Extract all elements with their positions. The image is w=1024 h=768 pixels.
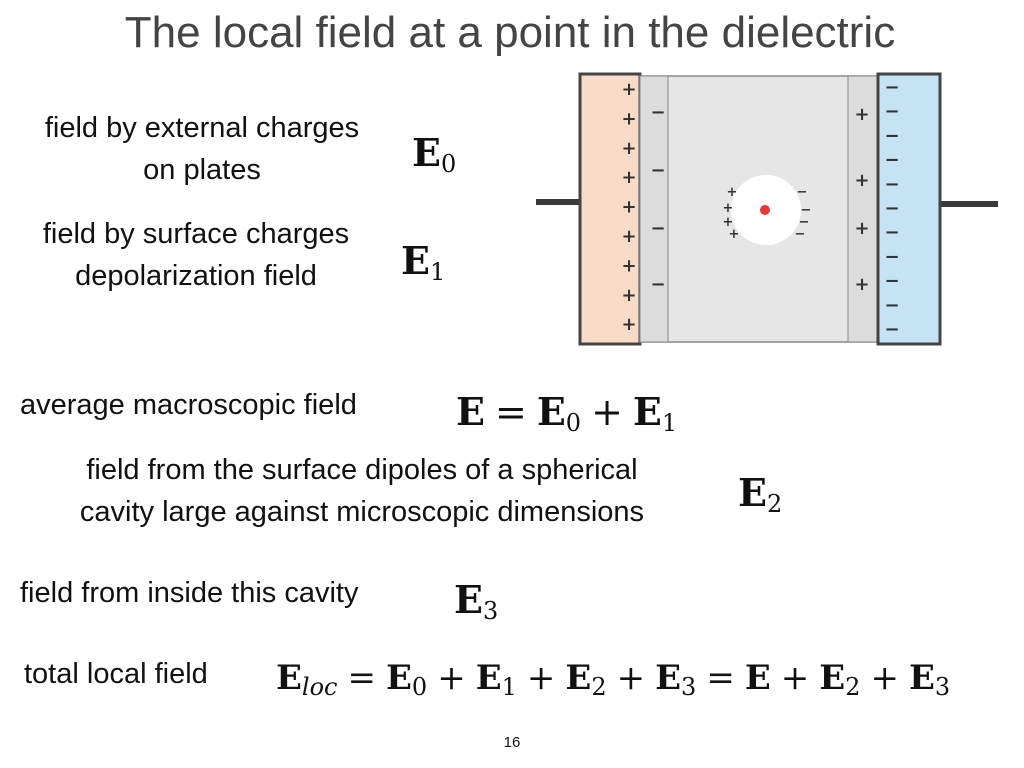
surface-layer-left [639, 75, 669, 343]
label-line-1: field from the surface dipoles of a sphe… [86, 454, 638, 486]
plate-plus-sign: + [621, 285, 636, 306]
plate-plus-sign: + [621, 79, 636, 100]
page-number: 16 [503, 734, 521, 751]
charge-signs: +++++++++−−−−−−−−−−−−−−−++++++++−−−− [621, 77, 899, 340]
plate-minus-sign: − [884, 295, 899, 316]
symbol-letter: E [536, 389, 566, 434]
symbol-letter: E [276, 658, 302, 698]
plate-plus-sign: + [621, 226, 636, 247]
surface-plus-sign: + [854, 274, 869, 295]
negative-plate [876, 72, 942, 346]
cavity-plus-sign: + [729, 227, 740, 242]
symbol-letter: E [819, 658, 846, 698]
symbol-letter: E [908, 658, 935, 698]
label-surface-dipoles: field from the surface dipoles of a sphe… [12, 449, 712, 533]
plate-minus-sign: − [884, 222, 899, 243]
label-total-field: total local field [24, 658, 208, 690]
label-line-1: field by external charges [44, 112, 360, 144]
symbol-e2: E2 [738, 470, 782, 518]
plus-sign: + [780, 658, 810, 698]
symbol-subscript: 3 [934, 673, 951, 701]
symbol-subscript: 0 [411, 673, 428, 701]
symbol-subscript: 3 [482, 597, 499, 625]
plate-plus-sign: + [621, 108, 636, 129]
plate-plus-sign: + [621, 167, 636, 188]
symbol-subscript: loc [301, 673, 338, 701]
plate-minus-sign: − [884, 319, 899, 340]
plus-sign: + [437, 658, 466, 698]
symbol-subscript: 2 [591, 673, 607, 701]
symbol-subscript: 1 [661, 409, 678, 437]
symbol-subscript: 2 [766, 490, 783, 518]
symbol-subscript: 0 [440, 150, 457, 178]
plate-plus-sign: + [621, 314, 636, 335]
plate-minus-sign: − [884, 125, 899, 146]
cavity-plus-sign: + [723, 215, 734, 230]
plate-minus-sign: − [884, 150, 899, 171]
symbol-letter: E [632, 389, 662, 434]
label-surface-charges: field by surface charges depolarization … [4, 213, 388, 297]
plate-plus-sign: + [621, 197, 636, 218]
surface-minus-sign: − [650, 218, 665, 239]
surface-minus-sign: − [650, 274, 665, 295]
label-external-charges: field by external charges on plates [10, 107, 394, 191]
label-cavity-field: field from inside this cavity [20, 577, 359, 609]
cavity-plus-sign: + [727, 185, 738, 200]
plate-plus-sign: + [621, 138, 636, 159]
cavity-plus-sign: + [723, 201, 734, 216]
symbol-e1: E1 [401, 238, 445, 286]
cavity-minus-sign: − [801, 203, 812, 218]
slide-title: The local field at a point in the dielec… [124, 8, 896, 57]
label-line-1: field by surface charges [42, 218, 350, 250]
cavity-minus-sign: − [799, 215, 810, 230]
symbol-letter: E [475, 658, 502, 698]
plate-minus-sign: − [884, 271, 899, 292]
symbol-letter: E [401, 238, 430, 283]
cavity-minus-sign: − [795, 227, 806, 242]
symbol-letter: E [744, 658, 771, 698]
symbol-subscript: 1 [429, 258, 446, 286]
equals-sign: = [706, 658, 735, 698]
plate-plus-sign: + [621, 255, 636, 276]
observation-point [760, 205, 770, 215]
surface-plus-sign: + [854, 104, 869, 125]
equals-sign: = [494, 390, 527, 434]
surface-minus-sign: − [650, 160, 665, 181]
plus-sign: + [616, 658, 646, 698]
symbol-letter: E [454, 577, 483, 622]
symbol-letter: E [456, 389, 485, 434]
capacitor-diagram: +++++++++−−−−−−−−−−−−−−−++++++++−−−− [536, 72, 998, 346]
plate-minus-sign: − [884, 77, 899, 98]
symbol-subscript: 0 [565, 409, 582, 437]
equals-sign: = [347, 658, 377, 698]
symbol-letter: E [565, 658, 592, 698]
equation-total-field: Eloc=E0+E1+E2+E3=E+E2+E3 [276, 658, 950, 701]
plate-minus-sign: − [884, 198, 899, 219]
symbol-letter: E [738, 470, 767, 515]
plate-minus-sign: − [884, 246, 899, 267]
surface-plus-sign: + [854, 170, 869, 191]
symbol-subscript: 2 [845, 673, 861, 701]
label-line-2: cavity large against microscopic dimensi… [79, 496, 645, 528]
label-line-2: on plates [143, 154, 261, 186]
plate-minus-sign: − [884, 101, 899, 122]
label-average-field: average macroscopic field [20, 389, 357, 421]
surface-layer-right [847, 75, 879, 343]
symbol-e3: E3 [454, 577, 498, 625]
surface-plus-sign: + [854, 218, 869, 239]
symbol-letter: E [386, 658, 412, 698]
symbol-subscript: 3 [681, 673, 697, 701]
cavity-minus-sign: − [797, 185, 808, 200]
symbol-subscript: 1 [501, 673, 517, 701]
plus-sign: + [526, 658, 556, 698]
label-line-2: depolarization field [75, 260, 317, 292]
symbol-letter: E [412, 130, 441, 175]
plate-minus-sign: − [884, 174, 899, 195]
equation-average-field: E=E0+E1 [456, 389, 677, 437]
symbol-letter: E [655, 658, 682, 698]
plus-sign: + [870, 658, 899, 698]
symbol-e0: E0 [412, 130, 456, 178]
plus-sign: + [591, 390, 623, 434]
surface-minus-sign: − [650, 102, 665, 123]
